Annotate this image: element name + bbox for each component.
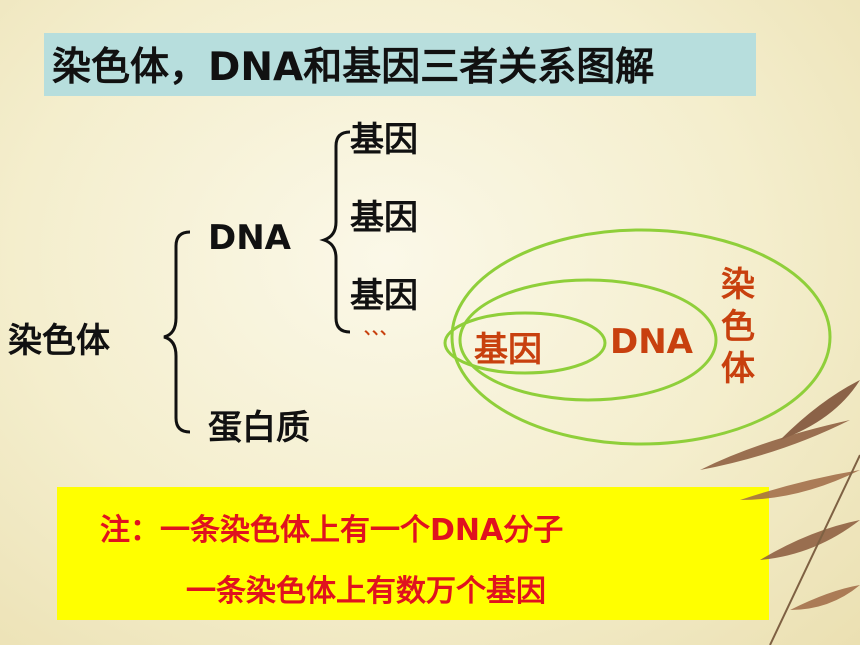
page-title: 染色体，DNA和基因三者关系图解 [52, 45, 655, 90]
gene-label-3: 基因 [350, 276, 418, 316]
note-line-2: 一条染色体上有数万个基因 [186, 574, 546, 609]
set-label-gene: 基因 [474, 330, 542, 370]
set-label-chromosome-char-1: 染 [721, 265, 755, 305]
dna-brace [319, 130, 351, 334]
bamboo-leaf-icon [700, 380, 860, 645]
gene-ellipse [443, 311, 607, 375]
note-box [57, 487, 769, 620]
protein-label: 蛋白质 [208, 408, 310, 448]
dna-ellipse [458, 278, 718, 402]
chromosome-label: 染色体 [8, 321, 110, 361]
set-label-chromosome-char-2: 色 [721, 307, 755, 347]
dna-label: DNA [208, 218, 291, 258]
chromosome-ellipse [450, 228, 832, 446]
set-label-chromosome-char-3: 体 [721, 349, 755, 389]
set-label-chromosome: 染 色 体 [718, 264, 758, 390]
gene-label-1: 基因 [350, 120, 418, 160]
gene-label-2: 基因 [350, 198, 418, 238]
set-label-dna: DNA [610, 322, 693, 362]
title-banner [44, 33, 756, 96]
note-line-1: 注：一条染色体上有一个DNA分子 [100, 513, 564, 548]
chromosome-brace [163, 230, 191, 434]
